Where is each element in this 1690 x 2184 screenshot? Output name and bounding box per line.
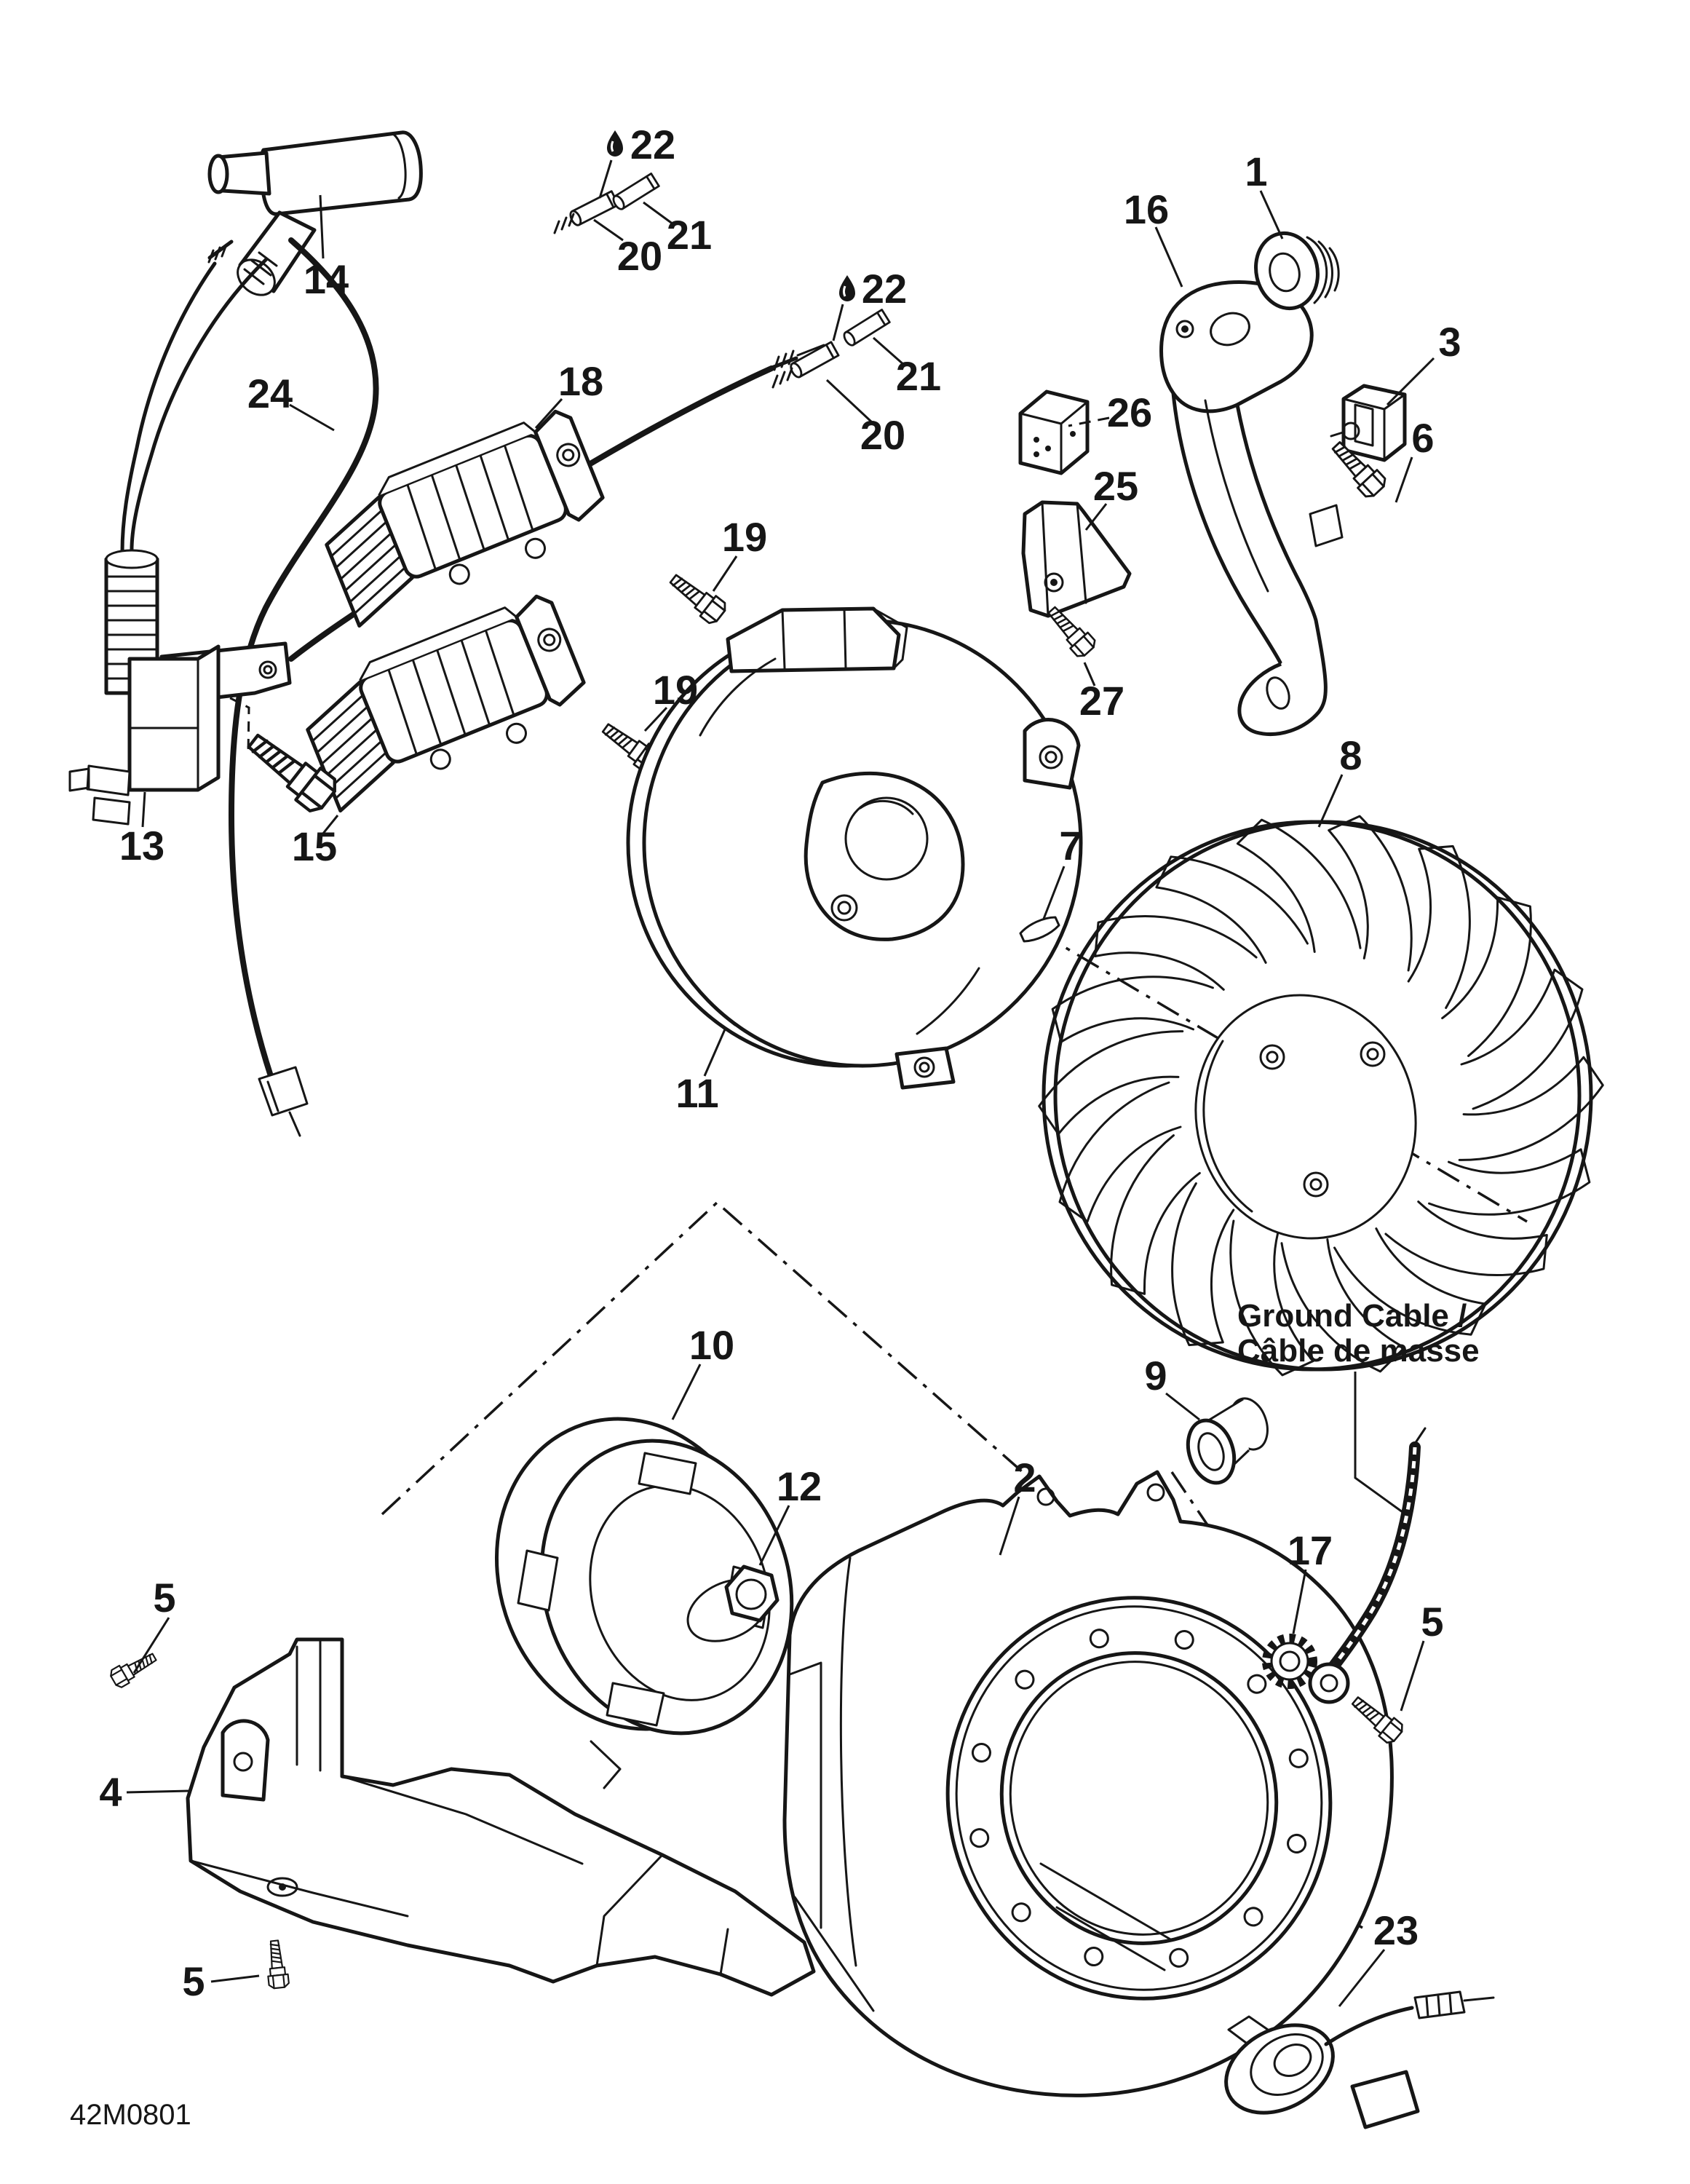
callout-11: 11 [675,1070,718,1116]
callout-15: 15 [292,823,337,869]
callout-23: 23 [1373,1907,1419,1953]
callout-1: 1 [1245,149,1267,194]
callout-5a: 5 [153,1575,175,1621]
callout-3: 3 [1438,319,1461,365]
woodruff-key [1019,916,1060,943]
callout-27: 27 [1079,678,1124,724]
flywheel [1031,805,1611,1386]
callout-22a: 22 [630,122,675,167]
ignition-coil [68,549,292,826]
callout-13: 13 [119,823,164,869]
callout-18: 18 [558,358,603,404]
terminal-pins-set1 [553,129,660,234]
callout-8: 8 [1339,732,1362,778]
screw-27 [1042,601,1099,660]
kill-switch-cable [228,237,379,1137]
callout-4: 4 [99,1769,122,1815]
bolt-5-upper-left [107,1647,160,1690]
ground-cable-label-line2: Câble de masse [1237,1333,1480,1369]
clip-bracket-3 [1330,384,1407,462]
fan-cover [782,1470,1394,2097]
callout-17: 17 [1288,1527,1333,1573]
lock-washer-17 [1262,1634,1317,1689]
drawing-code: 42M0801 [70,2099,191,2131]
callout-26: 26 [1107,389,1152,435]
flange-nut-12 [686,1564,779,1642]
callout-5c: 5 [1421,1599,1443,1645]
leader-lines [126,159,1435,2007]
bolt-5-lower-left [263,1939,290,1990]
callout-20a: 20 [617,233,662,279]
grommet-plug-1 [1254,231,1340,311]
armature-coil-upper [325,409,605,628]
callout-12: 12 [777,1463,822,1509]
callout-19a: 19 [722,514,767,560]
callout-16: 16 [1124,186,1169,232]
terminal-pins-set2 [771,274,891,389]
rubber-block-26 [1018,389,1090,475]
magneto-backing-plate [626,606,1083,1090]
coil-screw-19a [664,567,730,628]
callout-19b: 19 [653,667,698,713]
callout-2: 2 [1013,1455,1036,1500]
ground-cable [1308,1427,1427,1704]
callout-5b: 5 [182,1958,205,2004]
callout-22b: 22 [862,266,907,312]
spark-plug-wire [120,240,269,557]
callout-7: 7 [1059,823,1082,869]
callout-24: 24 [247,371,293,416]
grommet-9 [1186,1397,1269,1485]
callout-14: 14 [304,256,349,302]
support-bracket-25 [1021,500,1132,618]
callout-21a: 21 [667,212,712,258]
switch-23 [1224,1990,1495,2129]
callout-10: 10 [689,1322,734,1368]
callout-25: 25 [1093,463,1138,509]
callout-9: 9 [1144,1353,1167,1398]
support-strap [1159,280,1344,736]
callout-21b: 21 [896,353,941,399]
air-guide-bracket [186,1637,816,1997]
ground-cable-label-line1: Ground Cable / [1237,1298,1467,1334]
callout-20b: 20 [860,412,905,458]
spark-plug-cap [207,130,423,296]
callout-6: 6 [1411,415,1434,461]
